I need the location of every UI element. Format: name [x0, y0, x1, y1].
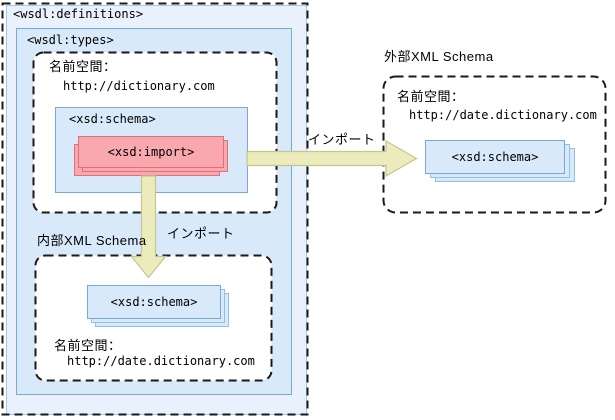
- internal-schema-card: <xsd:schema>: [87, 285, 221, 319]
- import-arrow-down-label: インポート: [167, 226, 235, 241]
- wsdl-definitions-label: <wsdl:definitions>: [13, 7, 144, 21]
- xsd-import-card: <xsd:import>: [78, 136, 224, 168]
- main-namespace-url: http://dictionary.com: [63, 79, 215, 93]
- external-namespace-url: http://date.dictionary.com: [409, 108, 597, 122]
- wsdl-types-label: <wsdl:types>: [27, 33, 114, 47]
- main-namespace-title: 名前空間：: [49, 59, 117, 74]
- internal-namespace-url: http://date.dictionary.com: [67, 354, 255, 368]
- internal-schema-title: 内部XML Schema: [37, 233, 147, 248]
- import-arrow-right-label: インポート: [308, 132, 376, 147]
- main-xsd-schema-label: <xsd:schema>: [69, 112, 156, 126]
- external-schema-label: <xsd:schema>: [451, 149, 539, 164]
- external-schema-title: 外部XML Schema: [384, 49, 494, 64]
- internal-schema-label: <xsd:schema>: [110, 294, 198, 309]
- external-namespace-title: 名前空間：: [397, 89, 465, 104]
- xsd-import-label: <xsd:import>: [107, 144, 195, 159]
- external-schema-card: <xsd:schema>: [425, 140, 565, 174]
- internal-namespace-title: 名前空間：: [54, 338, 122, 353]
